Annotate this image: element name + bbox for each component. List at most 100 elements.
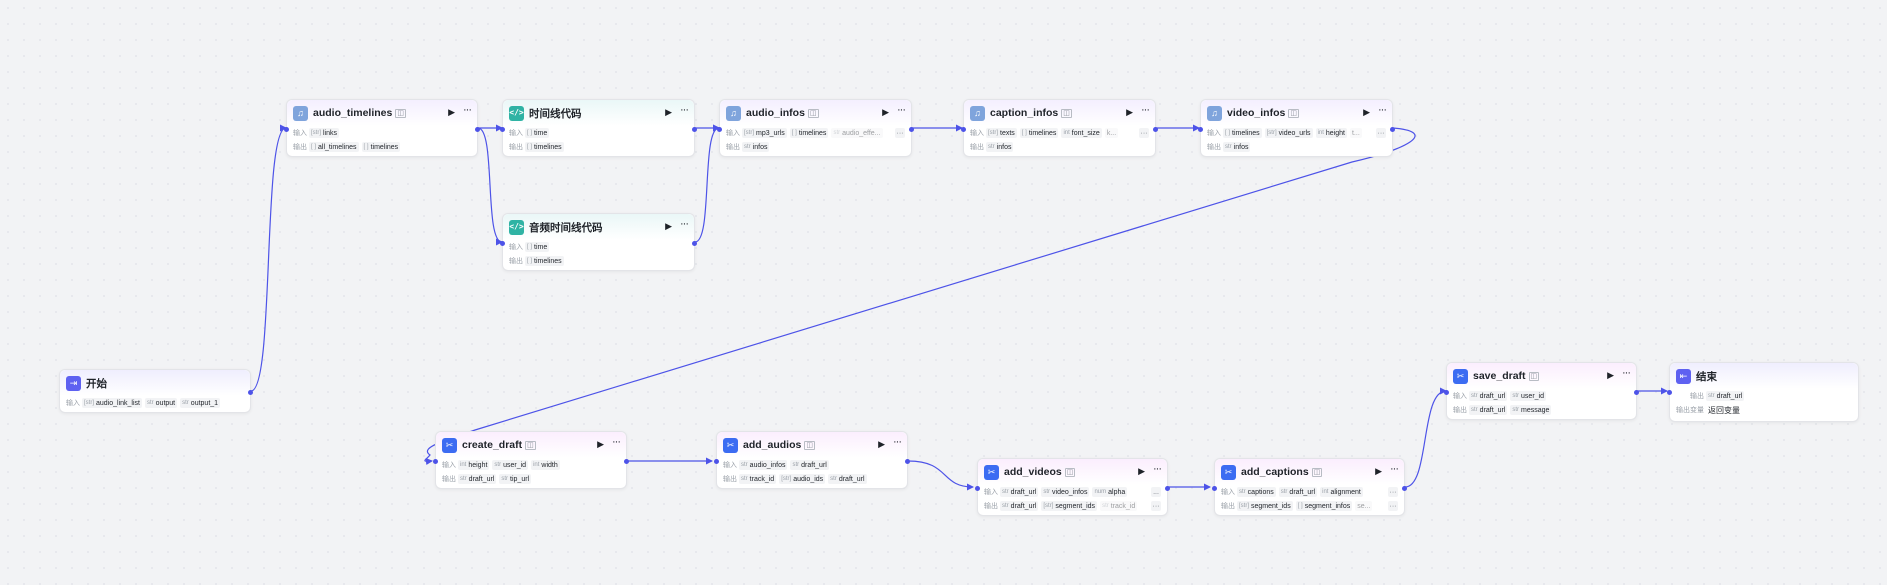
output-var-row: 输出变量 返回变量 — [1676, 405, 1740, 415]
node-audio-timeline-code[interactable]: </> 音频时间线代码 ▶ ··· 输入 [ ]time 输出 [ ]timel… — [500, 213, 697, 271]
run-button[interactable]: ▶ — [1363, 107, 1370, 117]
draft-icon: ✂ — [984, 464, 999, 480]
output-port[interactable] — [692, 241, 697, 246]
input-port[interactable] — [714, 459, 719, 464]
more-params-button[interactable]: ··· — [1376, 128, 1386, 138]
more-menu-button[interactable]: ··· — [1141, 104, 1150, 116]
node-title: save_draft — [1473, 370, 1526, 382]
more-menu-button[interactable]: ··· — [463, 104, 472, 116]
node-header: ⇤ 结束 — [1670, 363, 1858, 389]
more-menu-button[interactable]: ··· — [1390, 463, 1399, 475]
output-port[interactable] — [1634, 390, 1639, 395]
run-button[interactable]: ▶ — [448, 107, 455, 117]
more-menu-button[interactable]: ··· — [897, 104, 906, 116]
run-button[interactable]: ▶ — [665, 221, 672, 231]
more-params-button[interactable]: ··· — [1139, 128, 1149, 138]
input-port[interactable] — [1212, 486, 1217, 491]
output-port[interactable] — [624, 459, 629, 464]
more-menu-button[interactable]: ··· — [612, 436, 621, 448]
run-button[interactable]: ▶ — [882, 107, 889, 117]
output-port[interactable] — [909, 127, 914, 132]
output-port[interactable] — [1153, 127, 1158, 132]
plugin-badge-icon: ◫ — [1311, 467, 1323, 477]
input-port[interactable] — [500, 241, 505, 246]
plugin-badge-icon: ◫ — [1528, 371, 1540, 381]
output-port[interactable] — [1402, 486, 1407, 491]
more-menu-button[interactable]: ··· — [1153, 463, 1162, 475]
node-title: add_captions — [1241, 466, 1309, 478]
more-params-button[interactable]: ··· — [895, 128, 905, 138]
node-header: ♫ audio_infos ◫ ▶ ··· — [720, 100, 911, 126]
output-port[interactable] — [905, 459, 910, 464]
output-port[interactable] — [1165, 486, 1170, 491]
node-audio-infos[interactable]: ♫ audio_infos ◫ ▶ ··· 输入 [str]mp3_urls [… — [717, 99, 914, 157]
input-port[interactable] — [433, 459, 438, 464]
input-port[interactable] — [975, 486, 980, 491]
run-button[interactable]: ▶ — [878, 439, 885, 449]
more-menu-button[interactable]: ··· — [893, 436, 902, 448]
more-params-button[interactable]: ... — [1151, 487, 1161, 497]
more-menu-button[interactable]: ··· — [680, 104, 689, 116]
input-port[interactable] — [284, 127, 289, 132]
output-port[interactable] — [475, 127, 480, 132]
node-title: create_draft — [462, 439, 523, 451]
input-port[interactable] — [500, 127, 505, 132]
input-port[interactable] — [1667, 390, 1672, 395]
param-pill: k... — [1104, 128, 1119, 138]
input-port[interactable] — [1444, 390, 1449, 395]
param-pill: t... — [1349, 128, 1362, 138]
input-port[interactable] — [961, 127, 966, 132]
node-audio-timelines[interactable]: ♫ audio_timelines ◫ ▶ ··· 输入 [str]links … — [284, 99, 480, 157]
more-menu-button[interactable]: ··· — [1622, 367, 1631, 379]
more-menu-button[interactable]: ··· — [680, 218, 689, 230]
node-caption-infos[interactable]: ♫ caption_infos ◫ ▶ ··· 输入 [str]texts [ … — [961, 99, 1158, 157]
node-title: 开始 — [86, 377, 107, 390]
run-button[interactable]: ▶ — [665, 107, 672, 117]
param-pill: [ ]timelines — [1019, 128, 1059, 138]
node-title: 音频时间线代码 — [529, 221, 603, 234]
more-menu-button[interactable]: ··· — [1378, 104, 1387, 116]
node-video-infos[interactable]: ♫ video_infos ◫ ▶ ··· 输入 [ ]timelines [s… — [1198, 99, 1395, 157]
plugin-icon: ♫ — [293, 105, 308, 121]
more-params-button[interactable]: ··· — [1151, 501, 1161, 511]
param-pill: [str]video_urls — [1264, 128, 1313, 138]
output-port[interactable] — [1390, 127, 1395, 132]
input-port[interactable] — [717, 127, 722, 132]
node-title: caption_infos — [990, 107, 1059, 119]
run-button[interactable]: ▶ — [1607, 370, 1614, 380]
start-icon: ⇥ — [66, 375, 81, 391]
run-button[interactable]: ▶ — [1126, 107, 1133, 117]
input-port[interactable] — [1198, 127, 1203, 132]
more-params-button[interactable]: ··· — [1388, 501, 1398, 511]
node-header: ✂ add_captions ◫ ▶ ··· — [1215, 459, 1404, 485]
run-button[interactable]: ▶ — [1138, 466, 1145, 476]
more-params-button[interactable]: ··· — [1388, 487, 1398, 497]
node-timeline-code[interactable]: </> 时间线代码 ▶ ··· 输入 [ ]time 输出 [ ]timelin… — [500, 99, 697, 157]
output-port[interactable] — [248, 390, 253, 395]
run-button[interactable]: ▶ — [597, 439, 604, 449]
node-header: ⇥ 开始 — [60, 370, 250, 396]
node-header: ♫ video_infos ◫ ▶ ··· — [1201, 100, 1392, 126]
run-button[interactable]: ▶ — [1375, 466, 1382, 476]
param-pill: se... — [1355, 501, 1373, 511]
param-pill: [ ]all_timelines — [309, 142, 359, 152]
output-port[interactable] — [692, 127, 697, 132]
